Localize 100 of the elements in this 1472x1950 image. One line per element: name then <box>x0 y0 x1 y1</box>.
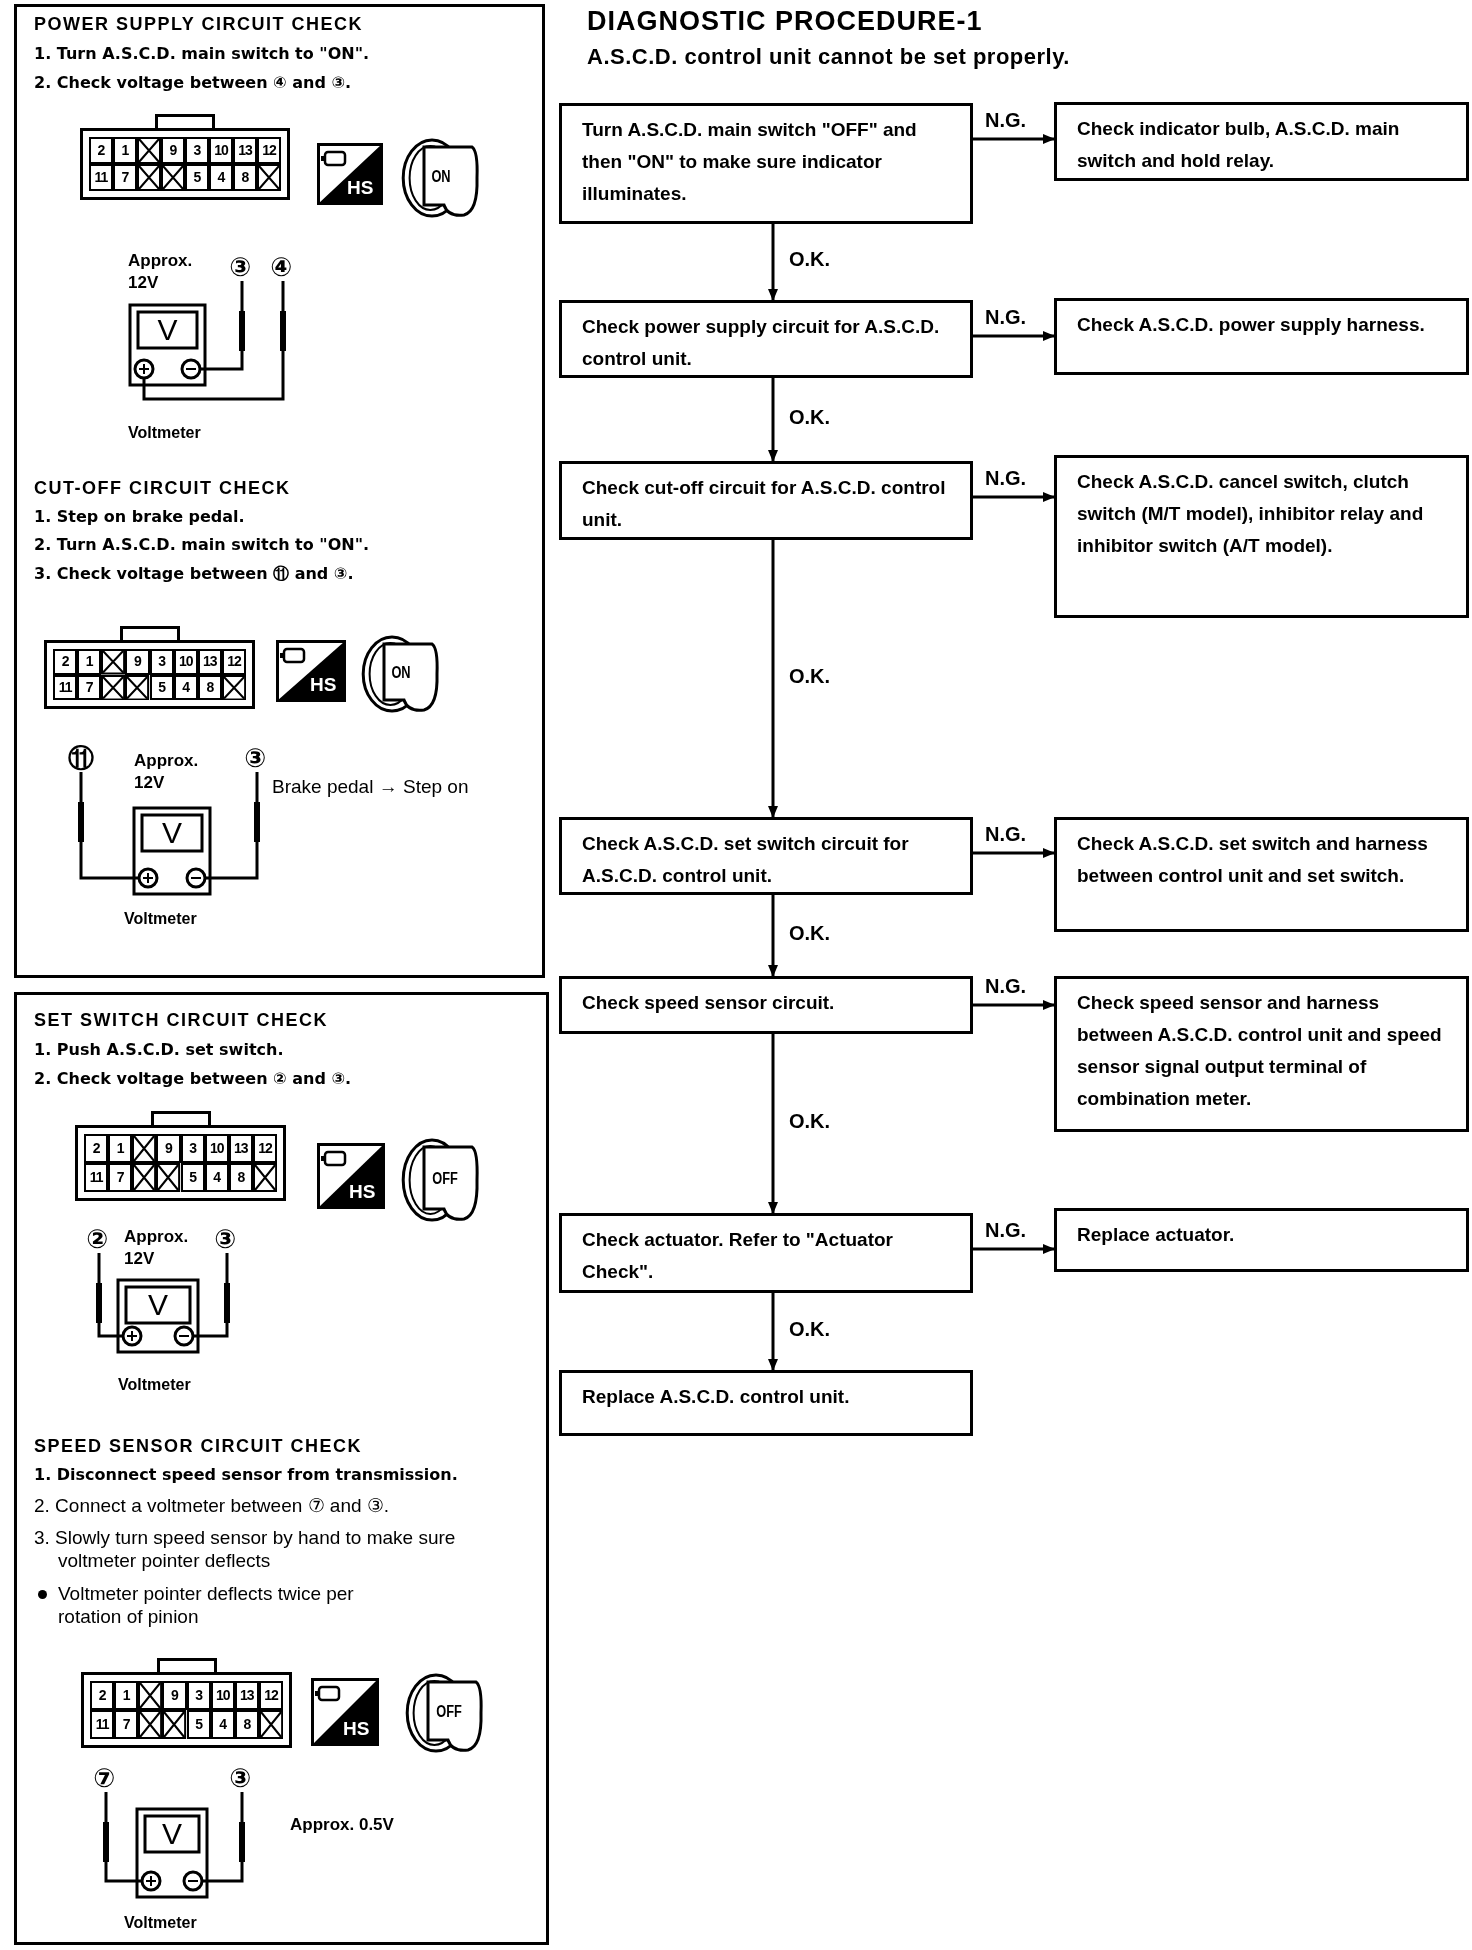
step-text: 1. Push A.S.C.D. set switch. <box>34 1040 284 1059</box>
connector-pin: 2 <box>89 137 113 164</box>
step-text: 1. Turn A.S.C.D. main switch to "ON". <box>34 44 370 63</box>
connector-pin: 5 <box>186 1710 211 1739</box>
connector-pin: 7 <box>114 1710 139 1739</box>
meter-unit-symbol: V <box>162 1819 182 1849</box>
connector-pin: 4 <box>210 1710 235 1739</box>
arrow <box>768 895 778 977</box>
process-box: Check speed sensor and harness between A.S.C.D. control unit and speed sensor signal output terminal of combination meter. <box>1054 976 1469 1132</box>
arrow <box>768 378 778 462</box>
connector-pin: 12 <box>252 1134 277 1163</box>
connector-pin: 5 <box>180 1163 205 1192</box>
step-text: 1. Disconnect speed sensor from transmission. <box>34 1465 458 1484</box>
connector-pin: 7 <box>113 164 137 191</box>
key-position-label: OFF <box>436 1703 462 1721</box>
key-position-label: ON <box>391 664 411 682</box>
connector-pin: 9 <box>125 649 150 675</box>
arrow <box>768 540 778 818</box>
meter-unit-symbol: V <box>157 315 178 345</box>
section-heading: SPEED SENSOR CIRCUIT CHECK <box>34 1436 363 1457</box>
step-text: 2. Connect a voltmeter between ⑦ and ③. <box>34 1494 391 1517</box>
check-panel <box>14 4 545 978</box>
process-box: Check actuator. Refer to "Actuator Check". <box>559 1213 973 1293</box>
connector-pin: 13 <box>197 649 222 675</box>
arrow <box>973 134 1055 144</box>
connector-pin: 13 <box>233 137 257 164</box>
connector-pin: 4 <box>209 164 233 191</box>
terminal-number: ② <box>86 1226 108 1252</box>
check-panel <box>14 992 549 1945</box>
connector-pin: 9 <box>161 137 185 164</box>
meter-caption: Voltmeter <box>118 1376 191 1394</box>
step-text: 2. Check voltage between ② and ③. <box>34 1069 352 1088</box>
meter-unit-symbol: V <box>162 818 182 848</box>
connector-pin: 5 <box>149 674 174 700</box>
step-text: 2. Turn A.S.C.D. main switch to "ON". <box>34 535 370 554</box>
connector-pin: 10 <box>173 649 198 675</box>
connector-pin: 1 <box>77 649 102 675</box>
connector-pin: 3 <box>180 1134 205 1163</box>
connector-pin: 7 <box>77 674 102 700</box>
key-position-label: OFF <box>432 1170 458 1188</box>
voltage-reading: Approx. 12V <box>134 750 200 794</box>
process-box: Check speed sensor circuit. <box>559 976 973 1034</box>
process-box: Check A.S.C.D. cancel switch, clutch switch (M/T model), inhibitor relay and inhibitor switch (A/T model). <box>1054 455 1469 618</box>
terminal-number: ③ <box>214 1226 236 1252</box>
condition-note: Brake pedal → Step on <box>272 776 469 798</box>
connector-pin: 3 <box>149 649 174 675</box>
terminal-number: ③ <box>229 1765 251 1791</box>
connector-pin: 11 <box>90 1710 115 1739</box>
arrow <box>768 1293 778 1371</box>
connector-pin: 1 <box>108 1134 133 1163</box>
connector-pin: 12 <box>258 1681 283 1710</box>
process-box: Check A.S.C.D. set switch and harness between control unit and set switch. <box>1054 817 1469 932</box>
section-heading: SET SWITCH CIRCUIT CHECK <box>34 1010 328 1031</box>
process-box: Turn A.S.C.D. main switch "OFF" and then "ON" to make sure indicator illuminates. <box>559 103 973 224</box>
connector-pin: 13 <box>228 1134 253 1163</box>
meter-unit-symbol: V <box>148 1290 168 1320</box>
meter-caption: Voltmeter <box>124 1914 197 1932</box>
meter-caption: Voltmeter <box>128 424 201 442</box>
process-box: Replace actuator. <box>1054 1208 1469 1272</box>
arrow <box>973 492 1055 502</box>
connector-pin: 11 <box>89 164 113 191</box>
step-text: 3. Slowly turn speed sensor by hand to make sure voltmeter pointer deflects <box>34 1526 457 1572</box>
note-text: Voltmeter pointer deflects twice per rotation of pinion <box>58 1582 355 1628</box>
terminal-number: ③ <box>244 745 266 771</box>
connector-pin: 5 <box>185 164 209 191</box>
connector-pin: 12 <box>257 137 281 164</box>
process-box: Check A.S.C.D. power supply harness. <box>1054 298 1469 375</box>
connector-pin: 12 <box>221 649 246 675</box>
connector-pin: 1 <box>113 137 137 164</box>
terminal-number: ⑦ <box>93 1765 115 1791</box>
connector-pin: 2 <box>90 1681 115 1710</box>
terminal-number: ⑪ <box>68 745 94 771</box>
switch-label: HS <box>347 177 374 199</box>
connector-pin: 7 <box>108 1163 133 1192</box>
step-text: 2. Check voltage between ④ and ③. <box>34 73 352 92</box>
arrow <box>973 331 1055 341</box>
arrow <box>973 848 1055 858</box>
connector-pin: 13 <box>234 1681 259 1710</box>
subtitle: A.S.C.D. control unit cannot be set properly. <box>587 44 1070 70</box>
connector-pin: 9 <box>162 1681 187 1710</box>
key-position-label: ON <box>431 168 451 186</box>
arrow <box>768 224 778 301</box>
process-box: Check cut-off circuit for A.S.C.D. control unit. <box>559 461 973 540</box>
connector-pin: 2 <box>53 649 78 675</box>
terminal-number: ④ <box>270 254 292 280</box>
process-box: Check A.S.C.D. set switch circuit for A.S.C.D. control unit. <box>559 817 973 895</box>
connector-pin: 8 <box>233 164 257 191</box>
voltage-reading: Approx. 12V <box>124 1226 190 1270</box>
voltage-reading: Approx. 0.5V <box>290 1815 394 1835</box>
switch-label: HS <box>349 1181 376 1203</box>
connector-pin: 2 <box>84 1134 109 1163</box>
meter-caption: Voltmeter <box>124 910 197 928</box>
arrow <box>973 1000 1055 1010</box>
terminal-number: ③ <box>229 254 251 280</box>
connector-pin: 10 <box>209 137 233 164</box>
connector-pin: 8 <box>234 1710 259 1739</box>
connector-pin: 3 <box>186 1681 211 1710</box>
connector-pin: 1 <box>114 1681 139 1710</box>
switch-label: HS <box>343 1718 370 1740</box>
diagram-title: DIAGNOSTIC PROCEDURE-1 <box>587 6 983 37</box>
